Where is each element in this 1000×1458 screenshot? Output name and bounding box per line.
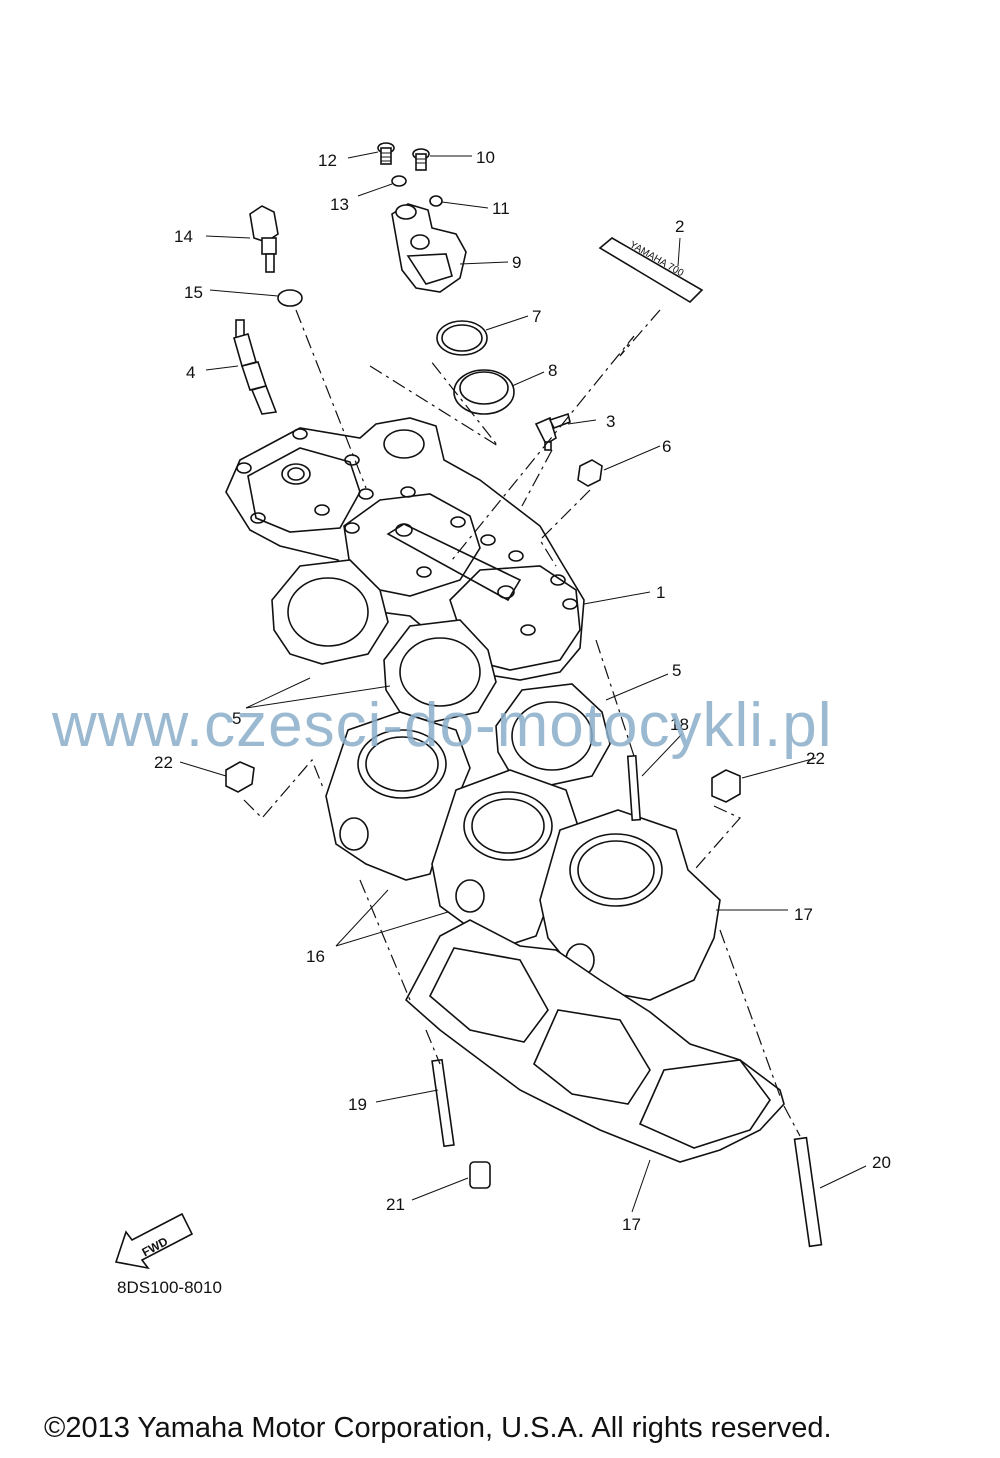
callout-7: 7 <box>532 307 541 326</box>
callout-11: 11 <box>492 199 510 218</box>
part-17-base-gasket <box>404 919 785 1163</box>
part-18-stud <box>626 754 642 822</box>
part-12-bolt <box>377 142 395 165</box>
copyright-notice: ©2013 Yamaha Motor Corporation, U.S.A. A… <box>44 1412 832 1444</box>
diagram-code: 8DS100-8010 <box>117 1278 222 1297</box>
part-10-bolt <box>412 148 430 171</box>
part-19-stud <box>431 1058 455 1148</box>
callout-17-bottom: 17 <box>622 1215 641 1234</box>
callout-16: 16 <box>306 947 325 966</box>
callout-15: 15 <box>184 283 203 302</box>
callout-10: 10 <box>476 148 495 167</box>
part-5-head-gaskets <box>271 559 611 787</box>
callout-22-left: 22 <box>154 753 173 772</box>
callout-19: 19 <box>348 1095 367 1114</box>
callout-21: 21 <box>386 1195 405 1214</box>
part-22-nut-right <box>711 769 741 803</box>
part-21-dowel <box>469 1161 491 1189</box>
callout-3: 3 <box>606 412 615 431</box>
callout-17-top: 17 <box>794 905 813 924</box>
callout-8: 8 <box>548 361 557 380</box>
part-16-cylinders <box>325 711 721 1001</box>
part-9-thermostat-cover <box>391 203 467 293</box>
part-11-washer <box>429 195 443 207</box>
callout-18: 18 <box>670 715 689 734</box>
callout-9: 9 <box>512 253 521 272</box>
watermark: www.czesci-do-motocykli.pl <box>52 691 833 760</box>
callout-13: 13 <box>330 195 349 214</box>
part-8-thermostat <box>453 369 515 415</box>
part-22-nut-left <box>225 761 255 793</box>
part-2-decal: YAMAHA 700 <box>598 237 704 304</box>
callout-22-right: 22 <box>806 749 825 768</box>
part-3-fitting <box>534 412 571 451</box>
fwd-arrow-icon: FWD <box>114 1212 194 1270</box>
part-15-washer <box>277 289 303 307</box>
part-6-nut <box>577 459 603 487</box>
callout-2: 2 <box>675 217 684 236</box>
part-20-stud <box>793 1136 823 1248</box>
part-14-temp-sensor <box>249 205 279 273</box>
callout-20: 20 <box>872 1153 891 1172</box>
leader-lines <box>179 151 867 1213</box>
part-1-cylinder-head <box>225 417 585 681</box>
callouts: 12 10 13 11 14 2 9 15 7 8 4 3 6 1 5 5 18… <box>154 148 891 1234</box>
callout-14: 14 <box>174 227 193 246</box>
part-13-washer <box>391 175 407 187</box>
callout-5-right: 5 <box>672 661 681 680</box>
callout-12: 12 <box>318 151 337 170</box>
assembly-lines <box>243 309 801 1137</box>
callout-1: 1 <box>656 583 665 602</box>
callout-5-left: 5 <box>232 709 241 728</box>
callout-4: 4 <box>186 363 195 382</box>
callout-6: 6 <box>662 437 671 456</box>
part-7-o-ring <box>436 320 488 356</box>
part-4-spark-plug <box>233 319 278 415</box>
